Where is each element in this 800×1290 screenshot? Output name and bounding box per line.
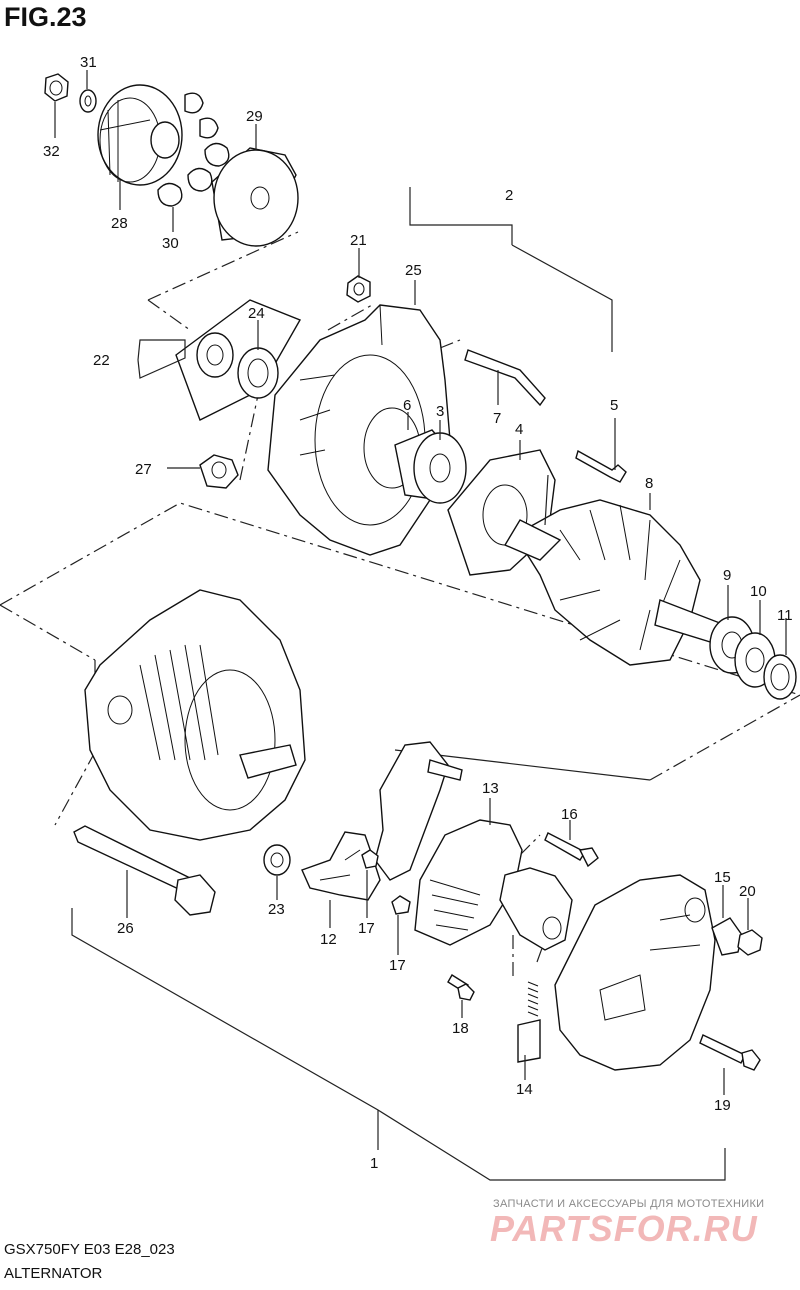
- assembly-line-middle: [0, 604, 96, 661]
- callout-7: 7: [493, 410, 501, 427]
- assembly-line-housing: [327, 304, 461, 349]
- callout-9: 9: [723, 567, 731, 584]
- callout-25: 25: [405, 262, 422, 279]
- assembly-line-bolts: [239, 394, 259, 481]
- callout-17b: 17: [389, 957, 406, 974]
- callout-labels: 1 2 3 4 5 6 7 8 9 10 11 12 13 14 15 16 1…: [43, 54, 793, 1172]
- part-alternator-assembly: [84, 589, 306, 841]
- callout-28: 28: [111, 215, 128, 232]
- watermark-logo: PARTSFOR.RU: [490, 1208, 758, 1249]
- part-8-rotor: [503, 499, 726, 666]
- callout-11: 11: [777, 607, 793, 624]
- callout-16: 16: [561, 806, 578, 823]
- diagram-caption: ALTERNATOR: [4, 1265, 103, 1282]
- part-rear-cover: [554, 874, 716, 1071]
- callout-15: 15: [714, 869, 731, 886]
- part-7-stud-bolt: [464, 349, 546, 407]
- part-3-bearing: [394, 429, 467, 504]
- part-12-brush-holder: [301, 831, 381, 901]
- part-24-spacer: [237, 347, 279, 399]
- callout-3: 3: [436, 403, 444, 420]
- callout-12: 12: [320, 931, 337, 948]
- watermark-tagline: ЗАПЧАСТИ И АКСЕССУАРЫ ДЛЯ МОТОТЕХНИКИ: [493, 1198, 765, 1210]
- callout-27: 27: [135, 461, 152, 478]
- part-16-screw: [544, 832, 599, 868]
- figure-title: FIG.23: [4, 2, 87, 32]
- model-code: GSX750FY E03 E28_023: [4, 1241, 175, 1258]
- part-14-brush-spring: [517, 981, 541, 1063]
- part-terminal-holder: [499, 867, 573, 951]
- part-28-fan: [97, 84, 219, 186]
- part-20-nut: [737, 929, 763, 956]
- callout-19: 19: [714, 1097, 731, 1114]
- callout-26: 26: [117, 920, 134, 937]
- part-19-bolt: [699, 1034, 761, 1071]
- callout-1: 1: [370, 1155, 378, 1172]
- part-11-ring: [763, 654, 797, 700]
- part-15-boot: [711, 917, 743, 956]
- part-29-pulley: [211, 147, 299, 247]
- callout-2: 2: [505, 187, 513, 204]
- callout-8: 8: [645, 475, 653, 492]
- callout-6: 6: [403, 397, 411, 414]
- callout-31: 31: [80, 54, 97, 71]
- callout-10: 10: [750, 583, 767, 600]
- callout-4: 4: [515, 421, 523, 438]
- callout-20: 20: [739, 883, 756, 900]
- callout-32: 32: [43, 143, 60, 160]
- callout-17a: 17: [358, 920, 375, 937]
- part-31-washer: [79, 89, 97, 113]
- part-18-screw: [447, 974, 475, 1001]
- assembly-line-lower: [54, 694, 800, 826]
- callout-18: 18: [452, 1020, 469, 1037]
- part-rectifier: [374, 741, 463, 881]
- callout-29: 29: [246, 108, 263, 125]
- part-21-nut: [346, 275, 371, 303]
- group-bracket-1: [71, 908, 726, 1181]
- part-23-collar: [263, 844, 291, 876]
- callout-22: 22: [93, 352, 110, 369]
- part-27-nut: [199, 454, 239, 489]
- leader-lines: [54, 70, 787, 1095]
- group-bracket-2: [409, 187, 613, 352]
- callout-23: 23: [268, 901, 285, 918]
- callout-24: 24: [248, 305, 265, 322]
- callout-30: 30: [162, 235, 179, 252]
- part-32-nut: [44, 73, 69, 102]
- part-5-screw: [575, 449, 627, 483]
- part-17-screw-b: [391, 895, 411, 915]
- callout-13: 13: [482, 780, 499, 797]
- part-26-long-bolt: [73, 825, 216, 916]
- part-13-regulator: [414, 819, 523, 946]
- part-22-cover-plate: [175, 299, 302, 421]
- part-17-screw-a: [361, 849, 379, 869]
- part-30-dampers: [157, 142, 230, 207]
- part-25-front-housing: [267, 304, 451, 556]
- callout-5: 5: [610, 397, 618, 414]
- assembly-line-pulley: [147, 231, 299, 331]
- callout-14: 14: [516, 1081, 533, 1098]
- callout-21: 21: [350, 232, 367, 249]
